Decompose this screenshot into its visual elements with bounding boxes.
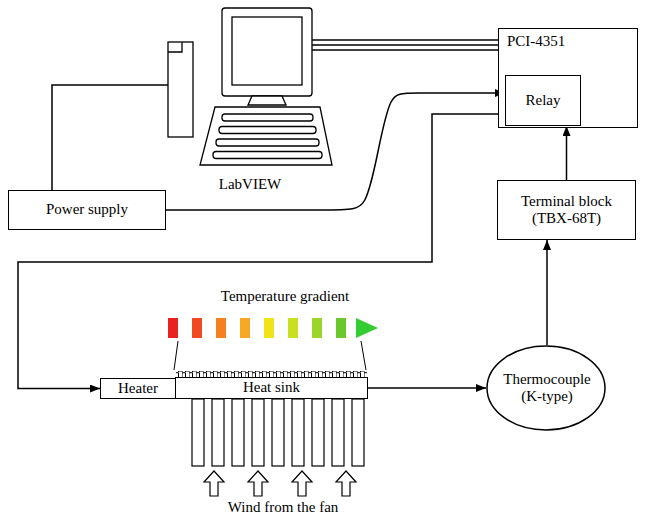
cable-line — [312, 39, 498, 41]
leader-line — [361, 341, 366, 370]
node-text: PCI-4351 — [507, 33, 565, 50]
fin — [212, 399, 224, 466]
heater-box: Heater — [100, 378, 176, 399]
connector — [312, 44, 498, 46]
leader-line — [174, 341, 178, 370]
wind-arrow — [204, 471, 224, 496]
node-text: Thermocouple (K-type) — [497, 371, 597, 406]
fin — [252, 399, 264, 466]
temperature-gradient-bar — [168, 318, 378, 338]
fin — [272, 399, 284, 466]
gradient-swatch — [240, 318, 250, 338]
gradient-swatch — [336, 318, 346, 338]
connector — [368, 387, 486, 389]
node-text: Power supply — [46, 201, 128, 218]
node-text: Relay — [526, 92, 561, 109]
connector — [52, 85, 168, 190]
daq-card-box: PCI-4351Relay — [498, 28, 638, 128]
wind-arrow — [248, 471, 268, 496]
gradient-swatch — [216, 318, 226, 338]
fin — [312, 399, 324, 466]
gradient-swatch — [312, 318, 322, 338]
node-text: LabVIEW — [160, 176, 340, 193]
wind-arrow — [292, 471, 312, 496]
connector — [566, 126, 568, 180]
node-text: Terminal block (TBX-68T) — [507, 193, 627, 228]
gradient-swatch — [288, 318, 298, 338]
computer-node: LabVIEW — [160, 5, 340, 197]
thermocouple-ellipse: Thermocouple (K-type) — [486, 345, 608, 431]
wind-arrow — [336, 471, 356, 496]
node-text: Heater — [118, 380, 158, 397]
terminal-block-box: Terminal block (TBX-68T) — [497, 180, 636, 240]
node-text: Heat sink — [243, 379, 300, 396]
heat-sink-box: Heat sink — [175, 377, 368, 399]
gradient-swatch — [168, 318, 178, 338]
fan-label: Wind from the fan — [183, 499, 383, 516]
computer-illustration — [160, 5, 340, 197]
power-supply-box: Power supply — [8, 190, 166, 230]
fin — [332, 399, 344, 466]
wind-arrows — [204, 471, 356, 496]
heat-sink-fins — [192, 399, 364, 466]
gradient-label: Temperature gradient — [175, 288, 395, 305]
fin — [232, 399, 244, 466]
gradient-arrow — [356, 318, 378, 338]
cable-line — [312, 49, 498, 51]
connector — [546, 240, 548, 345]
fin — [192, 399, 204, 466]
fin — [292, 399, 304, 466]
gradient-swatch — [192, 318, 202, 338]
gradient-swatch — [264, 318, 274, 338]
fin — [352, 399, 364, 466]
connector — [166, 93, 505, 210]
connector — [18, 114, 505, 389]
relay-box: Relay — [505, 75, 581, 126]
